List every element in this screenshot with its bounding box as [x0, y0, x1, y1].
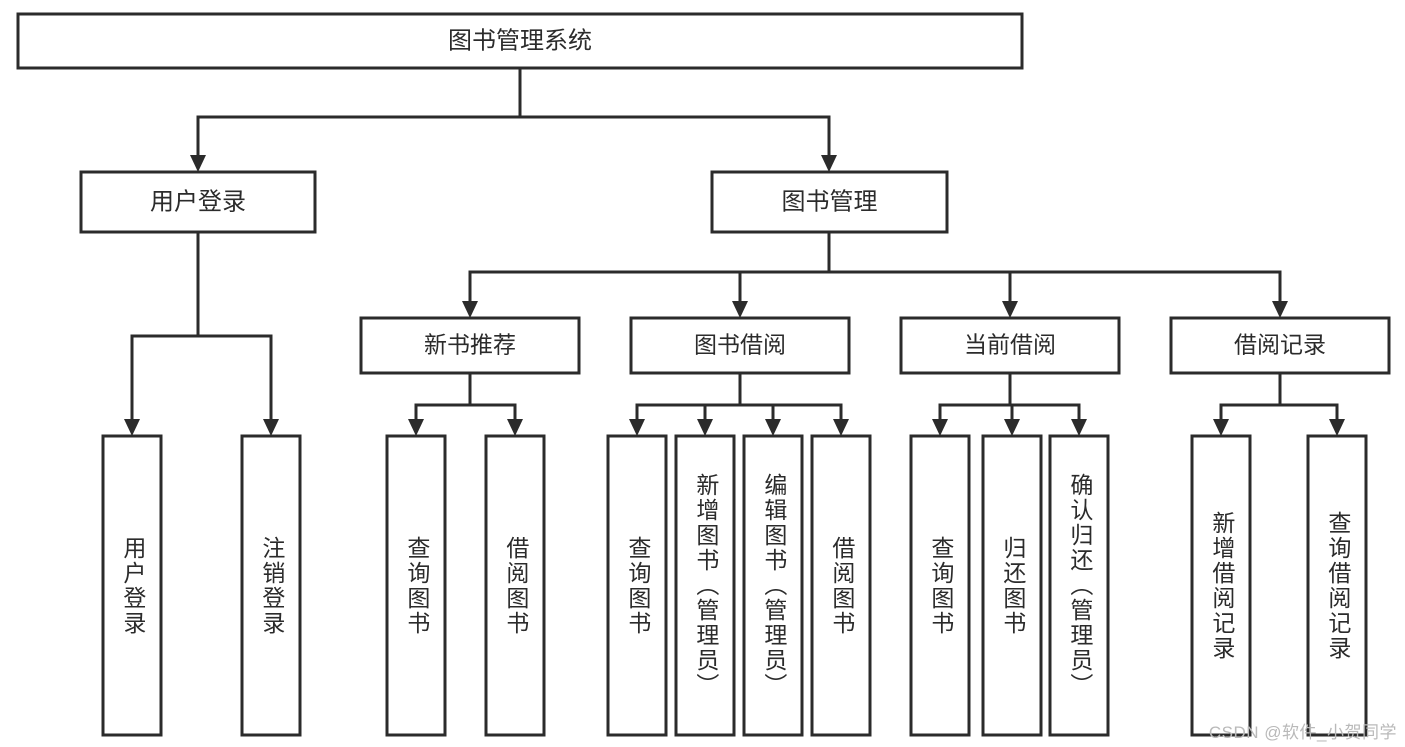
- edges-layer: [124, 66, 1345, 436]
- level3-node-1-label: 图书借阅: [694, 332, 786, 358]
- level2-node-1[interactable]: 图书管理: [710, 170, 949, 234]
- leaf-node-rect: [1306, 434, 1368, 737]
- userlogin-branch-0-head: [124, 419, 140, 436]
- leaf-node-rect: [909, 434, 971, 737]
- watermark-text: CSDN @软件_小贺同学: [1208, 723, 1397, 742]
- level2-node-0[interactable]: 用户登录: [79, 170, 317, 234]
- group1-branch-3-head: [833, 419, 849, 436]
- leaf-node-rect: [606, 434, 668, 737]
- bookmgmt-branch-0-head: [462, 301, 478, 318]
- leaf-node[interactable]: [810, 434, 872, 737]
- leaf-node[interactable]: [385, 434, 447, 737]
- group2-branch-0-head: [932, 419, 948, 436]
- level3-node-3-label: 借阅记录: [1234, 332, 1326, 358]
- leaf-node-rect: [101, 434, 163, 737]
- group2-branch-1-head: [1004, 419, 1020, 436]
- leaf-node[interactable]: [674, 434, 736, 737]
- leaf-node-rect: [1190, 434, 1252, 737]
- bookmgmt-branch-1-head: [732, 301, 748, 318]
- root-node-rect: [16, 12, 1024, 70]
- group0-branch-1-head: [507, 419, 523, 436]
- level3-node-0-rect: [359, 316, 581, 375]
- level3-node-0[interactable]: 新书推荐: [359, 316, 581, 375]
- leaf-node[interactable]: [606, 434, 668, 737]
- group1-branch-0-head: [629, 419, 645, 436]
- level3-node-0-label: 新书推荐: [424, 332, 516, 358]
- leaf-node-rect: [742, 434, 804, 737]
- leaf-node[interactable]: [240, 434, 302, 737]
- level2-node-1-rect: [710, 170, 949, 234]
- leaf-node[interactable]: [742, 434, 804, 737]
- level3-node-1-rect: [629, 316, 851, 375]
- level3-node-3[interactable]: 借阅记录: [1169, 316, 1391, 375]
- leaf-node[interactable]: [981, 434, 1043, 737]
- leaf-node[interactable]: [101, 434, 163, 737]
- level2-node-0-rect: [79, 170, 317, 234]
- group3-branch-0-head: [1213, 419, 1229, 436]
- root-node-label: 图书管理系统: [448, 27, 592, 54]
- leaf-node-rect: [674, 434, 736, 737]
- leaf-node-rect: [385, 434, 447, 737]
- leaf-node-rect: [484, 434, 546, 737]
- group2-branch-2-head: [1071, 419, 1087, 436]
- level3-node-2-rect: [899, 316, 1121, 375]
- userlogin-branch-1-head: [263, 419, 279, 436]
- root-node[interactable]: 图书管理系统: [16, 12, 1024, 70]
- level2-node-1-label: 图书管理: [782, 188, 878, 215]
- leaf-node-rect: [810, 434, 872, 737]
- group3-branch-1-head: [1329, 419, 1345, 436]
- leaf-node[interactable]: [484, 434, 546, 737]
- group0-branch-0-head: [408, 419, 424, 436]
- leaf-node-rect: [1048, 434, 1110, 737]
- level3-node-2-label: 当前借阅: [964, 332, 1056, 358]
- level3-node-1[interactable]: 图书借阅: [629, 316, 851, 375]
- leaf-node[interactable]: [909, 434, 971, 737]
- root-branch-1-head: [821, 155, 837, 172]
- bookmgmt-branch-2-head: [1002, 301, 1018, 318]
- root-branch-0-head: [190, 155, 206, 172]
- leaf-node-rect: [240, 434, 302, 737]
- group1-branch-1-head: [697, 419, 713, 436]
- level3-node-2[interactable]: 当前借阅: [899, 316, 1121, 375]
- bookmgmt-branch-3-head: [1272, 301, 1288, 318]
- leaf-node[interactable]: [1190, 434, 1252, 737]
- leaf-node-rect: [981, 434, 1043, 737]
- leaf-node[interactable]: [1306, 434, 1368, 737]
- leaf-node[interactable]: [1048, 434, 1110, 737]
- level2-node-0-label: 用户登录: [150, 188, 246, 215]
- group1-branch-2-head: [765, 419, 781, 436]
- level3-node-3-rect: [1169, 316, 1391, 375]
